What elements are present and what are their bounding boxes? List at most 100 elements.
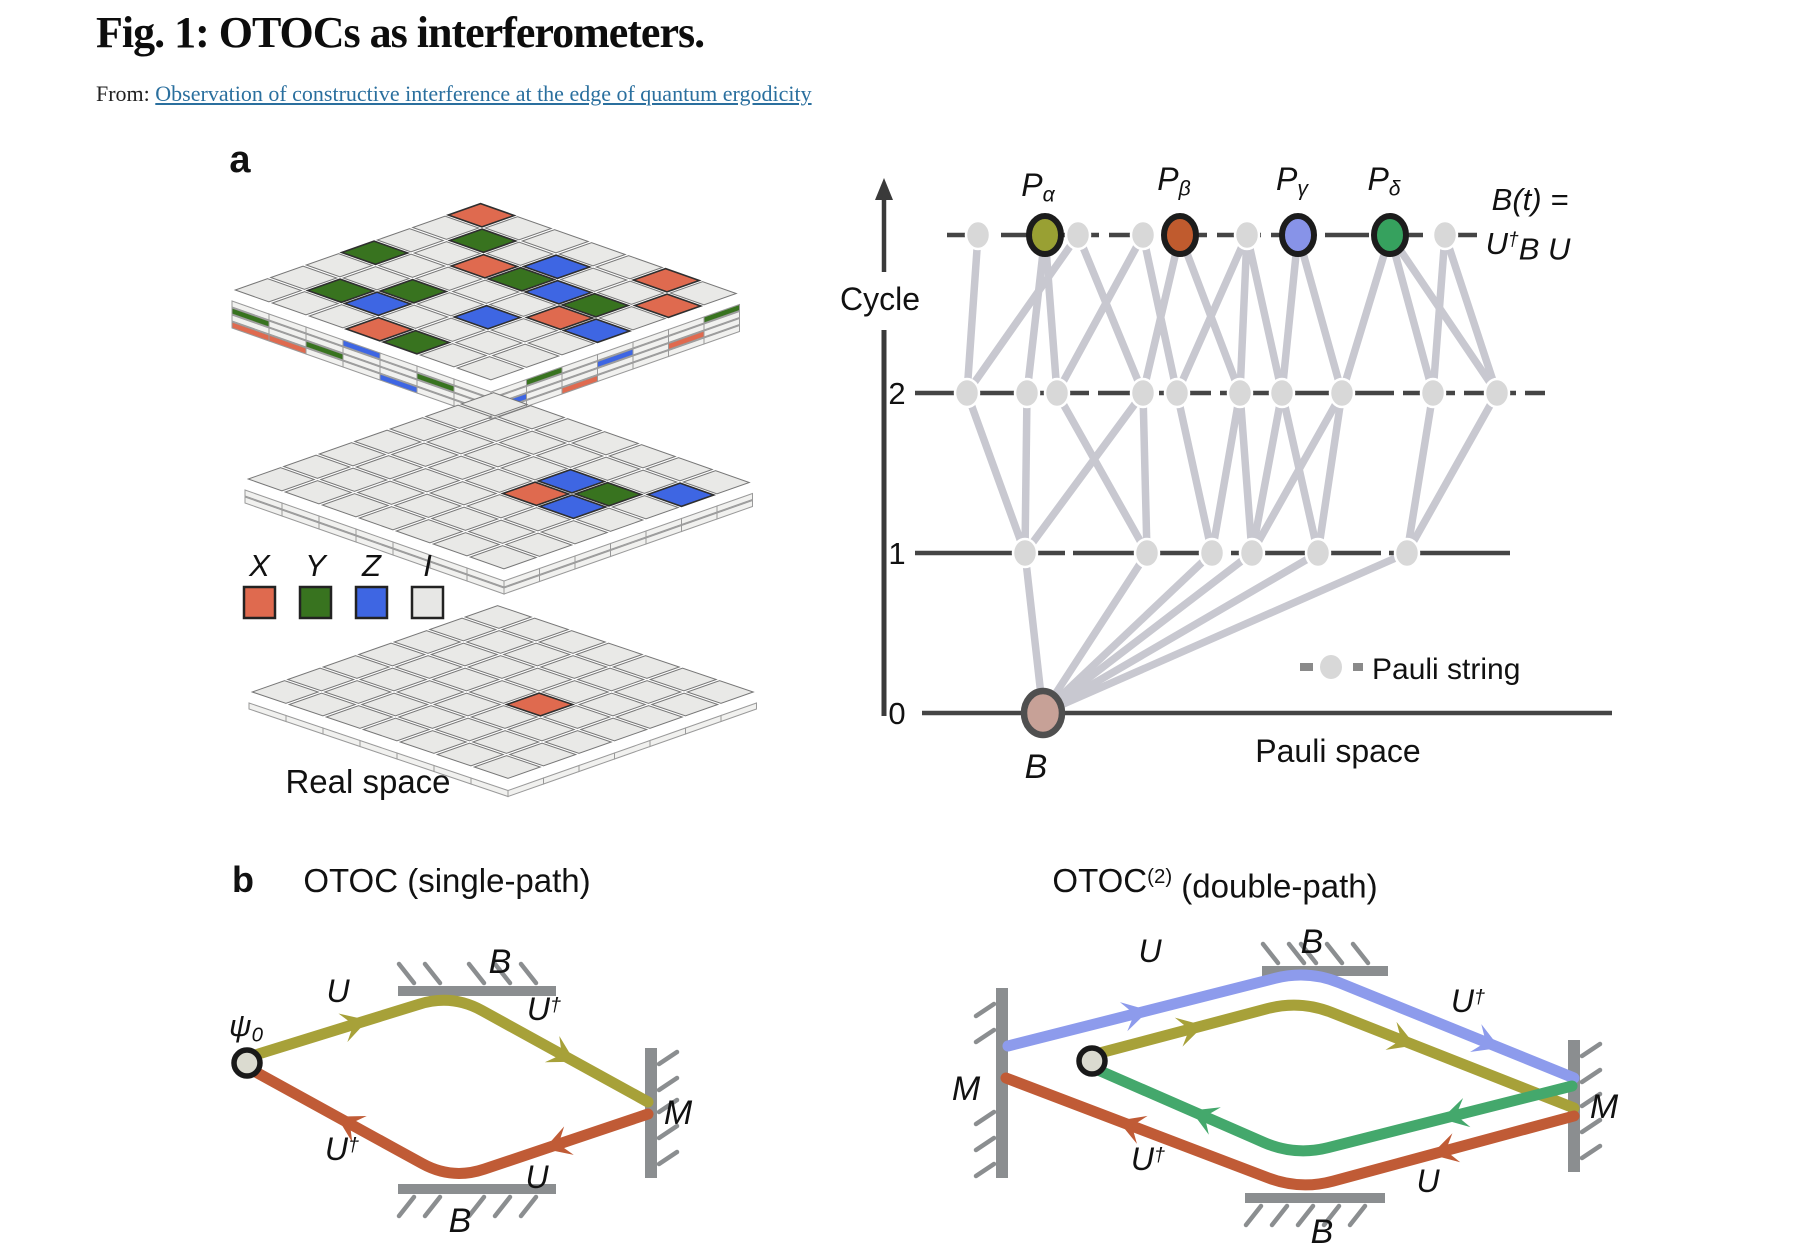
lattice-tile	[533, 418, 603, 443]
lattice-tile-Y	[485, 266, 557, 292]
pauli-edge	[963, 231, 982, 397]
orange-arrowhead	[336, 1115, 367, 1143]
lattice-tile	[539, 520, 609, 545]
lattice-tile	[431, 667, 501, 692]
lattice-tile	[685, 680, 755, 704]
lattice-tile	[428, 481, 498, 506]
p-delta-label: Pδ	[1367, 161, 1400, 201]
lattice-tile	[424, 404, 494, 429]
pauli-node-p_alpha	[1026, 213, 1064, 257]
hatch-mark	[1295, 1203, 1316, 1228]
hatch-mark	[656, 1049, 680, 1067]
mirror-m-left-label: M	[952, 1070, 981, 1108]
lattice-tile-Y	[447, 228, 519, 254]
lattice-tile	[283, 480, 353, 505]
tick-1: 1	[888, 536, 905, 571]
from-line: From: Observation of constructive interf…	[96, 81, 812, 107]
mirror-m-right-label: M	[1590, 1088, 1619, 1126]
pauli-edge	[1403, 389, 1437, 557]
lattice-tile-X	[630, 267, 702, 293]
stack-layer-edge	[703, 324, 740, 345]
lattice-tile	[488, 292, 558, 317]
hatch-mark	[518, 961, 539, 986]
lattice-tile	[579, 717, 649, 742]
pauli-node-p_beta	[1161, 213, 1199, 257]
bt-equals-label: B(t) =	[1492, 182, 1569, 217]
hatch-mark	[1269, 1203, 1290, 1228]
orange-arrowhead	[1117, 1115, 1148, 1144]
pauli-string-node	[1011, 537, 1039, 569]
pauli-edge	[1039, 549, 1322, 717]
hatch-mark	[1579, 1143, 1603, 1161]
lattice-tile	[428, 617, 498, 642]
lattice-tile	[398, 730, 468, 754]
panel-a-label: a	[229, 139, 251, 181]
lattice-tile	[537, 630, 607, 654]
pauli-string-node	[1238, 537, 1266, 569]
lattice-tile	[429, 642, 499, 667]
mirror-bar	[398, 1184, 556, 1194]
lattice-tile	[502, 642, 572, 667]
pauli-string-node	[964, 219, 992, 251]
pauli-edge	[1386, 231, 1437, 397]
hatch-mark	[422, 961, 443, 986]
lattice-tile	[430, 506, 500, 531]
orange-path	[246, 1064, 654, 1179]
lattice-tile	[597, 306, 667, 331]
hatch-mark	[492, 1194, 513, 1219]
lattice-tile-Z	[561, 318, 633, 344]
lattice-tile	[596, 280, 666, 305]
lattice-tile	[575, 507, 645, 532]
stack-layer-edge	[720, 702, 757, 723]
mirror-bar	[996, 988, 1008, 1178]
cycle-axis-arrowhead	[875, 178, 893, 200]
lattice-tile	[323, 680, 393, 704]
lattice-tile	[412, 241, 482, 266]
lattice-tile	[467, 519, 537, 544]
article-link[interactable]: Observation of constructive interference…	[155, 80, 812, 106]
lattice-tile	[388, 417, 458, 442]
p-beta-label: Pβ	[1157, 161, 1190, 201]
legend-letter-X: X	[248, 548, 271, 583]
lattice-tile	[435, 742, 505, 767]
lattice-tile	[415, 292, 485, 317]
hatch-mark	[1286, 941, 1307, 966]
lattice-tile	[380, 304, 450, 329]
legend-swatch-Z	[354, 585, 389, 620]
pauli-edge	[1403, 389, 1501, 557]
hatch-mark	[1579, 1041, 1603, 1059]
orange-arrowhead	[1431, 1133, 1461, 1163]
mirror-m-label: M	[664, 1094, 693, 1132]
u-dagger-label-top: U†	[527, 991, 561, 1027]
hatch-mark	[1347, 1203, 1368, 1228]
pauli-string-node	[953, 377, 981, 409]
lattice-tile	[462, 443, 532, 468]
pauli-string-node	[1268, 377, 1296, 409]
initial-state-node	[1076, 1045, 1108, 1077]
legend-letter-Z: Z	[361, 548, 382, 583]
lattice-top	[231, 202, 740, 420]
pauli-edge	[1021, 389, 1147, 557]
stack-layer-edge	[703, 317, 740, 338]
mirror-b-bottom-label: B	[449, 1202, 472, 1240]
green-arrowhead	[1191, 1107, 1221, 1135]
pauli-string-label: Pauli string	[1372, 653, 1520, 686]
lattice-tile	[431, 532, 501, 557]
lattice-tile-Z	[645, 482, 717, 508]
lattice-tile	[557, 242, 627, 267]
pauli-edge	[1053, 231, 1147, 397]
lattice-tile	[464, 468, 534, 493]
lattice-tile	[451, 279, 521, 304]
lattice-tile	[270, 291, 340, 316]
pauli-edge	[1023, 231, 1049, 397]
pauli-edge	[1173, 389, 1216, 557]
periwinkle-arrowhead	[1119, 1002, 1149, 1032]
lattice-tile	[250, 680, 320, 704]
mirror-bar	[1262, 966, 1388, 976]
hatch-mark	[492, 961, 513, 986]
lattice-tile	[542, 705, 612, 729]
lattice-tile	[307, 304, 377, 329]
